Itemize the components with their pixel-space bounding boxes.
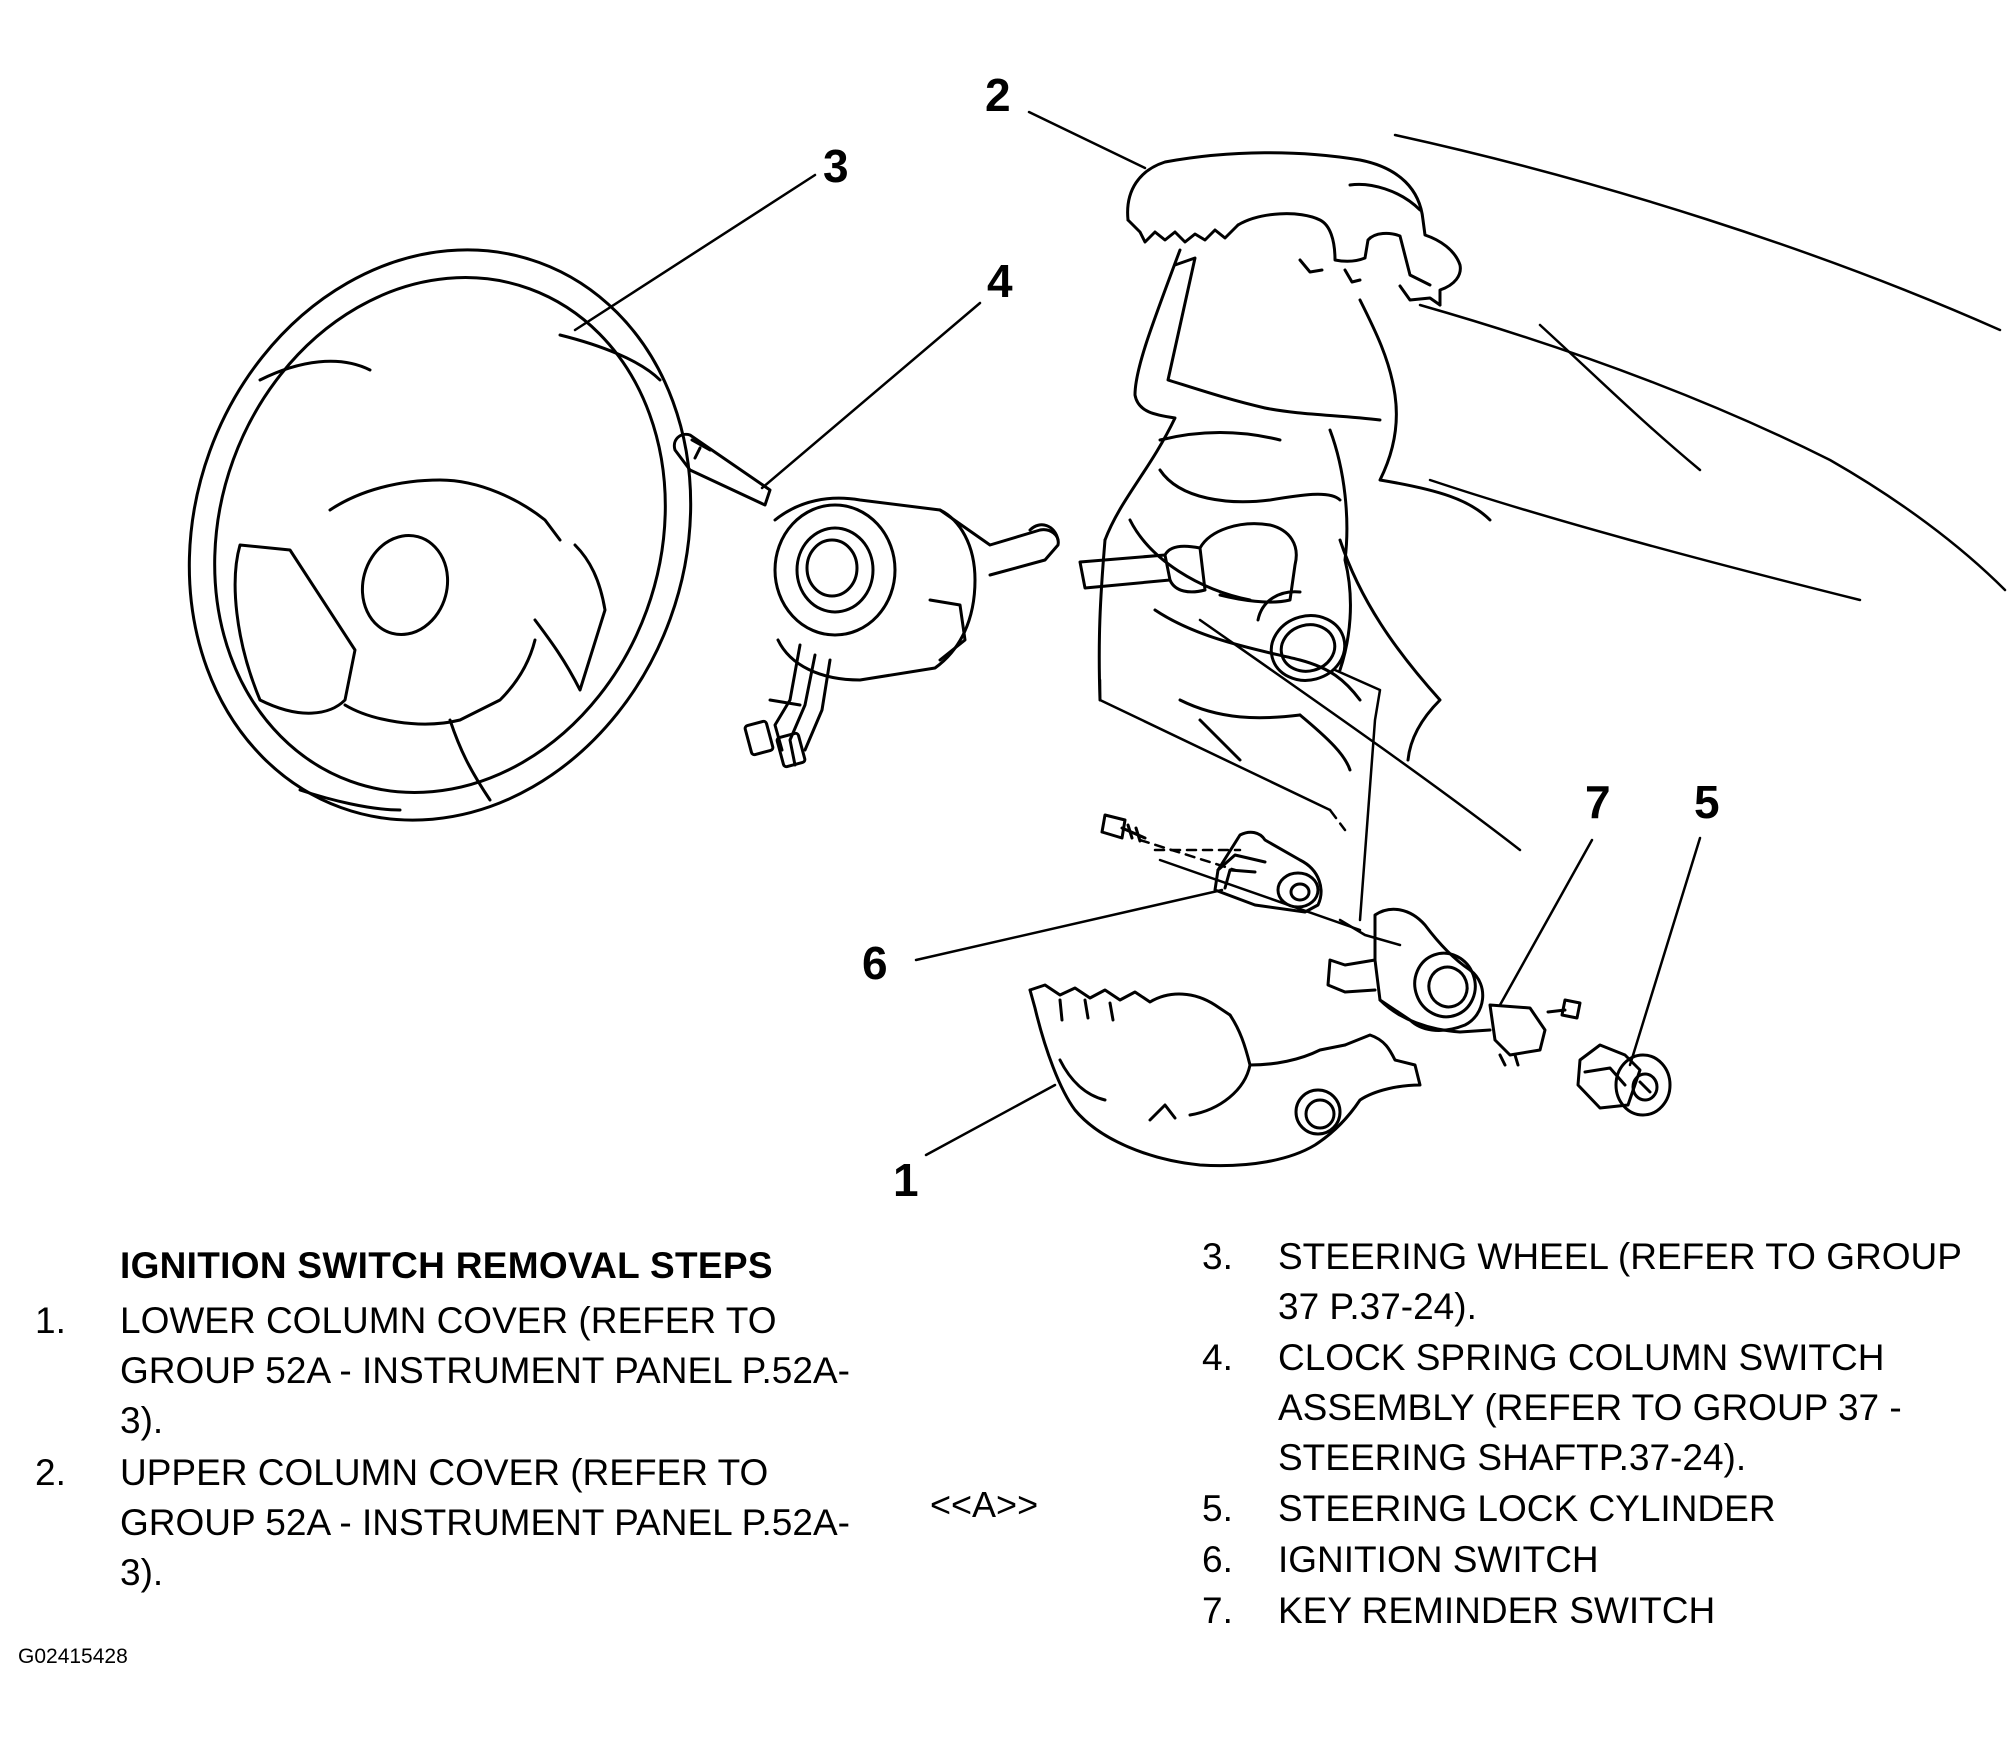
callout-7: 7 xyxy=(1585,776,1611,828)
callout-2: 2 xyxy=(985,69,1011,121)
step-number: 2. xyxy=(35,1452,66,1493)
step-item: 3. STEERING WHEEL (REFER TO GROUP 37 P.3… xyxy=(1202,1232,2002,1332)
step-text: LOWER COLUMN COVER (REFER TO GROUP 52A -… xyxy=(120,1300,850,1441)
step-text: IGNITION SWITCH xyxy=(1278,1539,1599,1580)
steering-wheel xyxy=(187,248,693,822)
step-item: 2. UPPER COLUMN COVER (REFER TO GROUP 52… xyxy=(35,1448,875,1598)
clock-spring-switch-assembly xyxy=(672,432,1060,769)
step-number: 4. xyxy=(1202,1337,1233,1378)
dashboard-outline xyxy=(1198,133,2007,852)
step-item: 6. IGNITION SWITCH xyxy=(1202,1535,2002,1585)
step-text: STEERING WHEEL (REFER TO GROUP 37 P.37-2… xyxy=(1278,1236,1962,1327)
callout-5: 5 xyxy=(1694,776,1720,828)
step-item: 4. CLOCK SPRING COLUMN SWITCH ASSEMBLY (… xyxy=(1202,1333,2002,1483)
step-text: KEY REMINDER SWITCH xyxy=(1278,1590,1716,1631)
step-item: 5. STEERING LOCK CYLINDER xyxy=(1202,1484,2002,1534)
callout-1: 1 xyxy=(893,1154,919,1206)
key-reminder-switch xyxy=(1326,907,1582,1067)
step-number: 5. xyxy=(1202,1488,1233,1529)
column-key-socket xyxy=(1256,590,1347,682)
step-text: STEERING LOCK CYLINDER xyxy=(1278,1488,1776,1529)
upper-column-cover xyxy=(1126,151,1462,307)
step-item: 7. KEY REMINDER SWITCH xyxy=(1202,1586,2002,1636)
figure-id: G02415428 xyxy=(18,1645,128,1668)
step-text: CLOCK SPRING COLUMN SWITCH ASSEMBLY (REF… xyxy=(1278,1337,1902,1478)
step-text: UPPER COLUMN COVER (REFER TO GROUP 52A -… xyxy=(120,1452,850,1593)
steering-lock-cylinder xyxy=(1576,1043,1672,1117)
ignition-switch xyxy=(1213,830,1323,914)
step-item: 1. LOWER COLUMN COVER (REFER TO GROUP 52… xyxy=(35,1296,875,1446)
step-number: 1. xyxy=(35,1300,66,1341)
steering-shaft xyxy=(1078,522,1298,604)
steering-column-housing xyxy=(1097,248,1492,772)
callout-6: 6 xyxy=(862,937,888,989)
lower-column-cover xyxy=(1028,983,1422,1168)
step-number: 3. xyxy=(1202,1236,1233,1277)
callout-3: 3 xyxy=(823,140,849,192)
step-number: 7. xyxy=(1202,1590,1233,1631)
alignment-lines xyxy=(1098,668,1402,947)
callout-4: 4 xyxy=(987,255,1013,307)
step-number: 6. xyxy=(1202,1539,1233,1580)
ignition-switch-screw xyxy=(1100,813,1147,843)
callout-leaders xyxy=(573,110,1702,1157)
step-marker: <<A>> xyxy=(930,1484,1039,1525)
steps-title: IGNITION SWITCH REMOVAL STEPS xyxy=(120,1245,773,1286)
